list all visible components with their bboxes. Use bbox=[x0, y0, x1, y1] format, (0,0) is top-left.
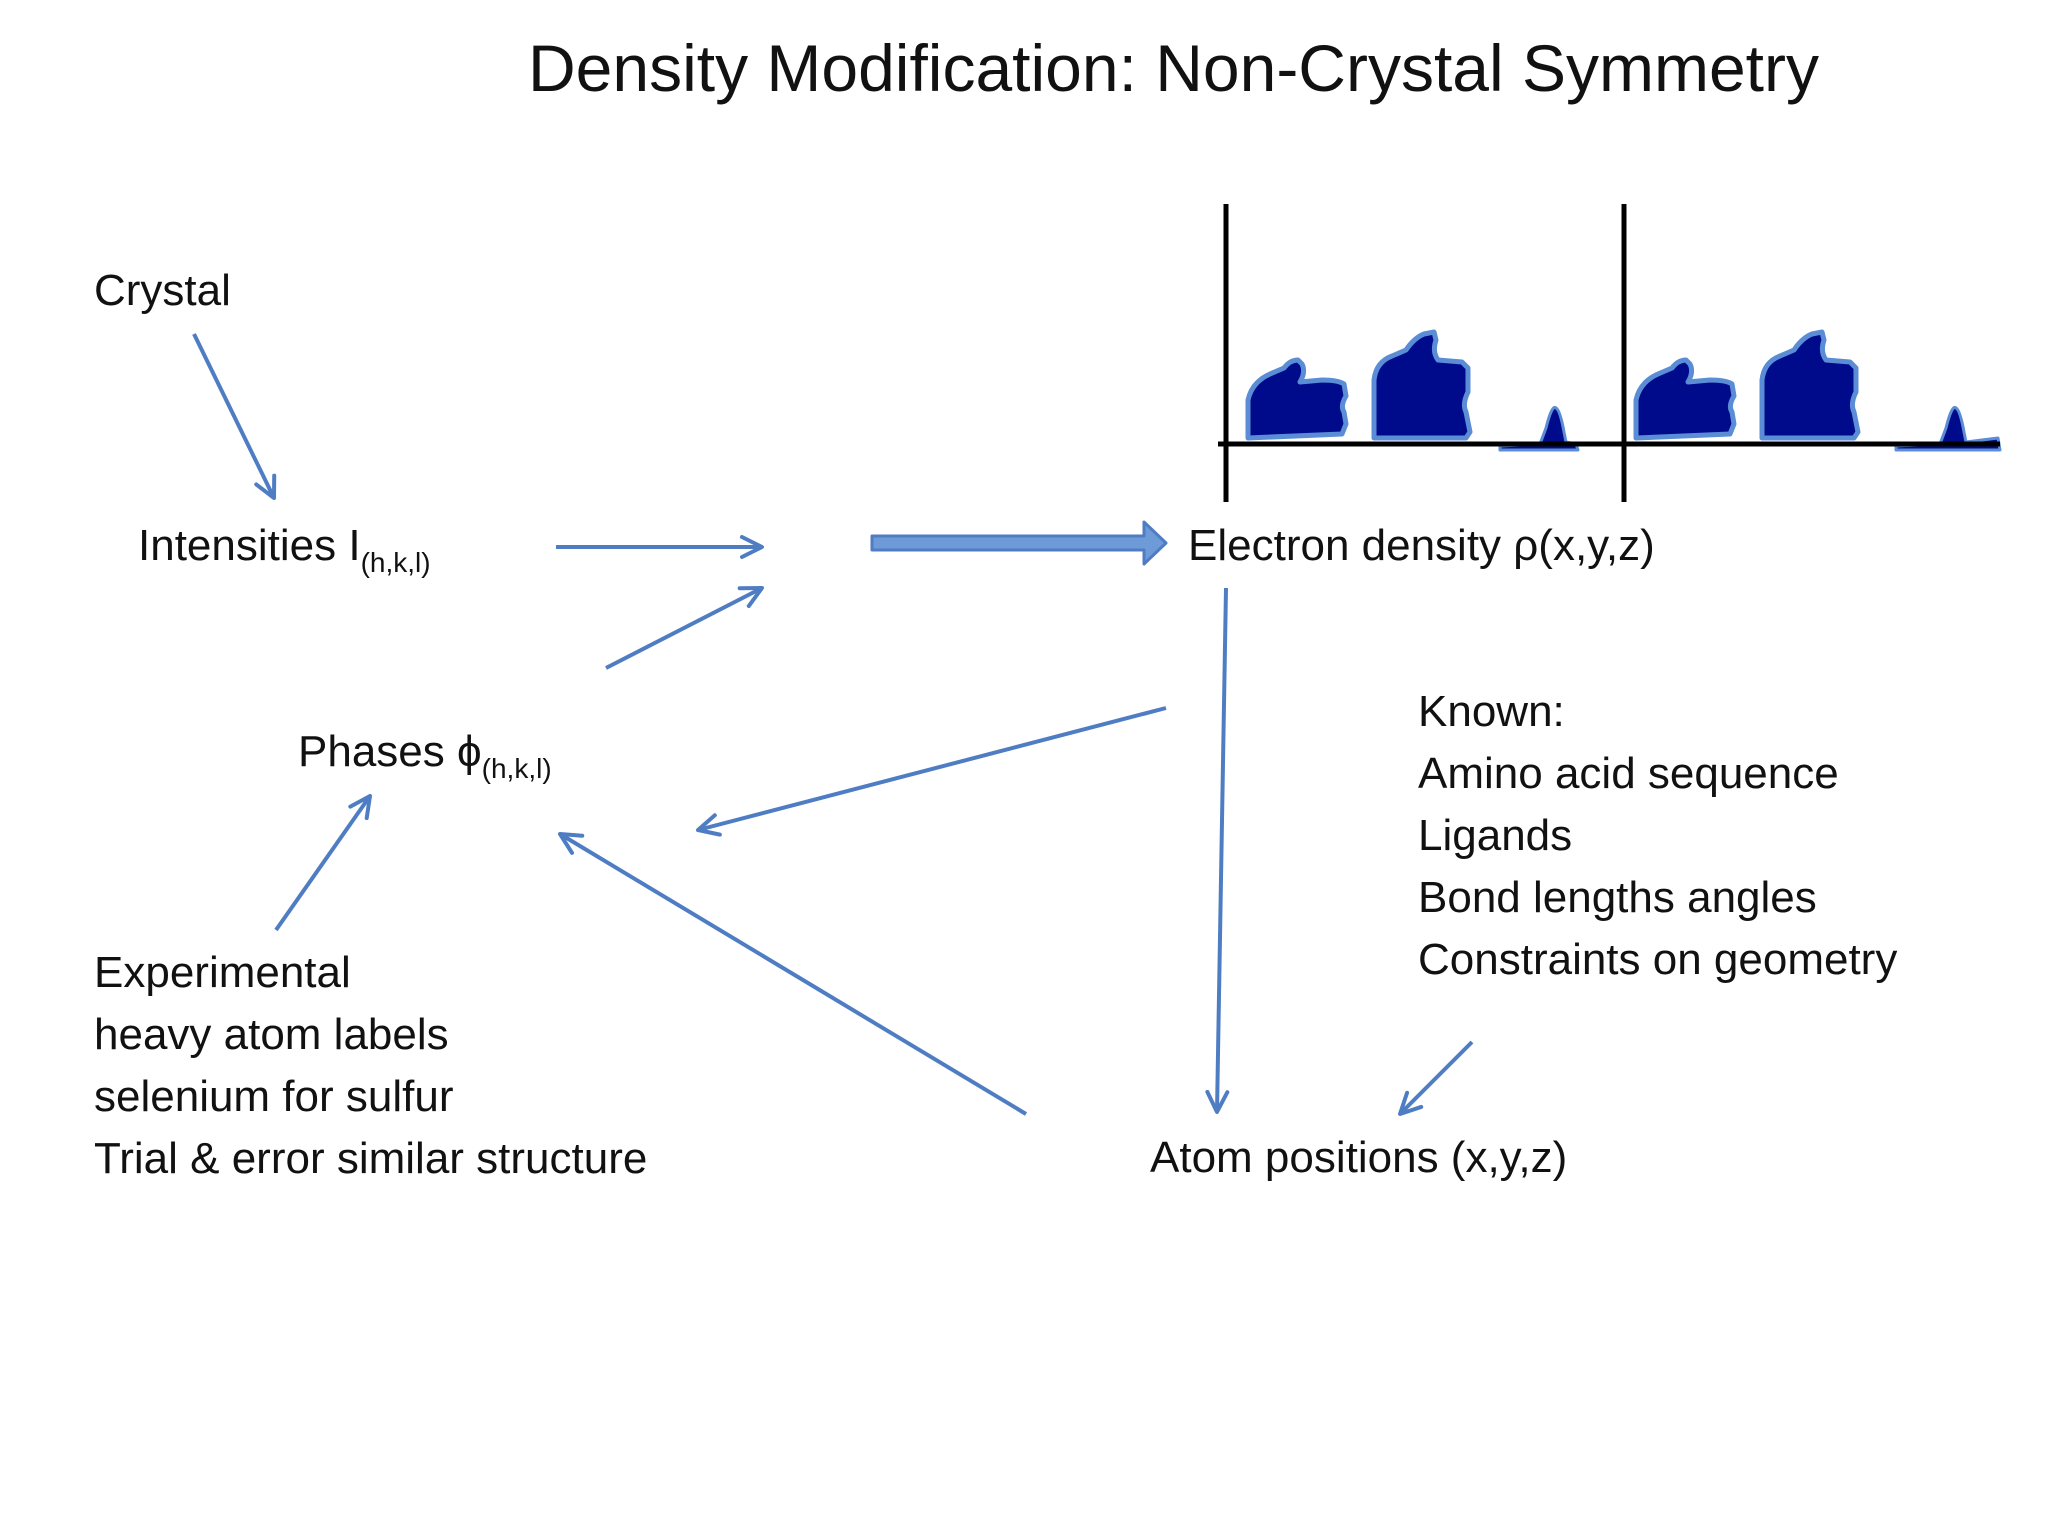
density-blob bbox=[1245, 357, 1349, 441]
experimental-block: Experimental heavy atom labels selenium … bbox=[94, 942, 647, 1190]
intensities-subscript: (h,k,l) bbox=[360, 547, 431, 578]
arrow-experimental-to-phases bbox=[274, 794, 372, 932]
density-peak bbox=[1894, 405, 2002, 452]
experimental-line: selenium for sulfur bbox=[94, 1072, 454, 1121]
arrow-density-to-atoms bbox=[1205, 587, 1230, 1114]
intensities-main: Intensities I bbox=[138, 521, 361, 570]
crystal-label: Crystal bbox=[94, 266, 231, 315]
known-item: Bond lengths angles bbox=[1418, 873, 1817, 922]
electron-density-label: Electron density ρ(x,y,z) bbox=[1188, 521, 1655, 570]
known-item: Amino acid sequence bbox=[1418, 749, 1839, 798]
arrow-crystal-to-intensities bbox=[192, 333, 277, 500]
arrow-atoms-to-phases bbox=[558, 832, 1028, 1116]
known-heading: Known: bbox=[1418, 687, 1565, 736]
experimental-line: heavy atom labels bbox=[94, 1010, 449, 1059]
page-title: Density Modification: Non-Crystal Symmet… bbox=[528, 31, 1819, 105]
electron-density-plot bbox=[1218, 204, 2002, 502]
intensities-label: Intensities I(h,k,l) bbox=[138, 515, 431, 594]
experimental-line: Trial & error similar structure bbox=[94, 1134, 648, 1183]
arrow-density-to-phases bbox=[696, 706, 1167, 837]
density-blob bbox=[1633, 357, 1737, 441]
known-item: Constraints on geometry bbox=[1418, 935, 1898, 984]
known-item: Ligands bbox=[1418, 811, 1573, 860]
density-blob bbox=[1371, 329, 1473, 441]
arrow-phases-to-combine bbox=[605, 586, 764, 670]
phases-main: Phases ϕ bbox=[298, 727, 482, 776]
experimental-line: Experimental bbox=[94, 948, 351, 997]
density-peak bbox=[1498, 405, 1580, 452]
known-block: Known: Amino acid sequence Ligands Bond … bbox=[1418, 681, 1897, 991]
density-blob bbox=[1759, 329, 1861, 441]
atom-positions-label: Atom positions (x,y,z) bbox=[1150, 1133, 1568, 1182]
block-arrow-to-electron-density bbox=[870, 520, 1168, 566]
arrow-known-to-atoms bbox=[1398, 1040, 1474, 1116]
phases-subscript: (h,k,l) bbox=[481, 753, 552, 784]
phases-label: Phases ϕ(h,k,l) bbox=[298, 721, 552, 800]
